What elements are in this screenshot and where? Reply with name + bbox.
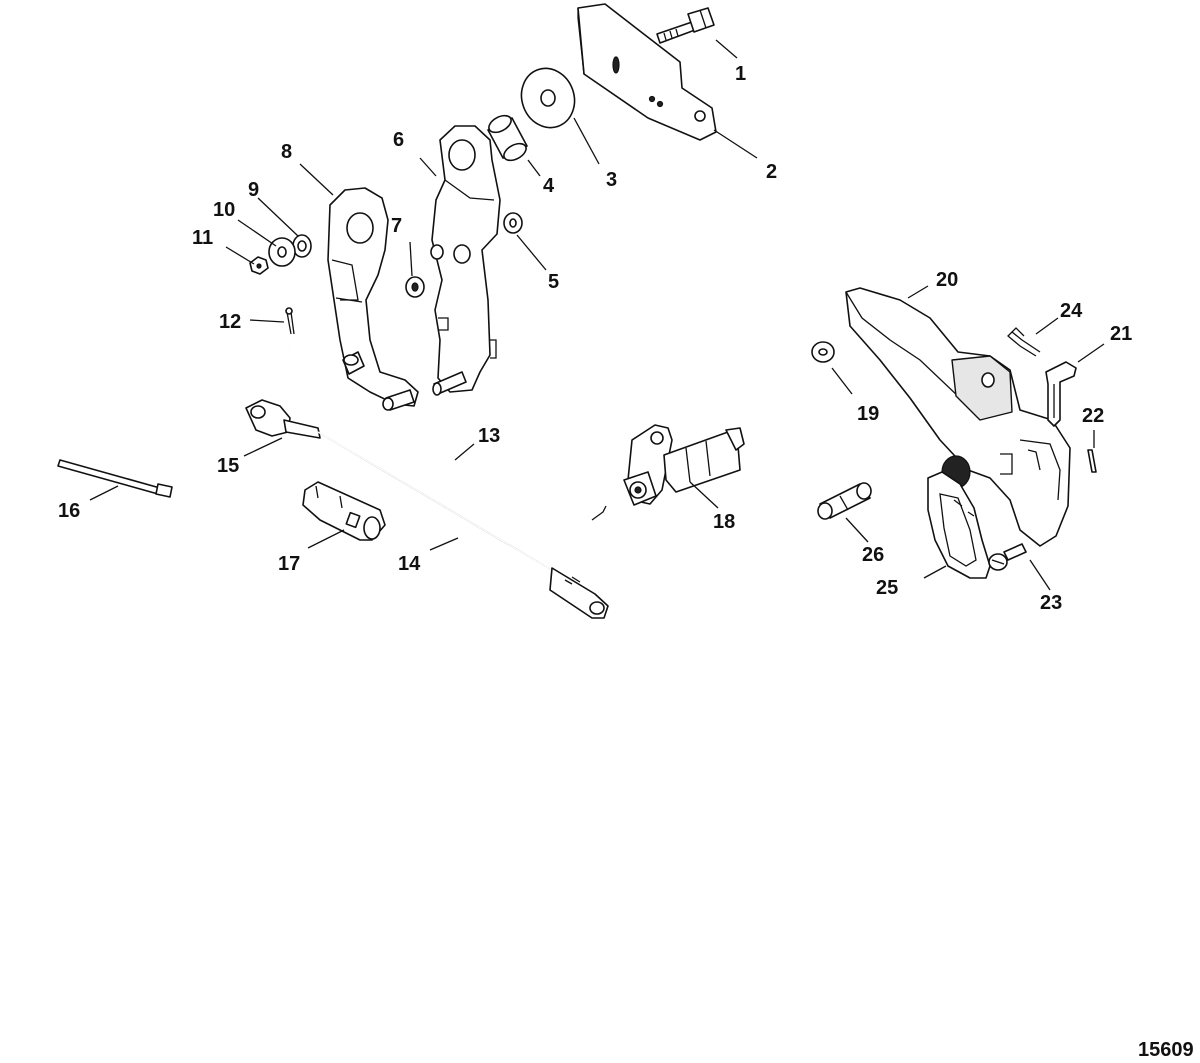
- part-clip-21: [1045, 361, 1077, 427]
- part-latch-handle: [927, 471, 991, 579]
- part-cotter-pin: [285, 307, 295, 335]
- callout-8: 8: [281, 141, 292, 163]
- callout-11: 11: [192, 227, 213, 249]
- part-cable-end: [245, 399, 321, 439]
- part-large-washer: [520, 67, 576, 129]
- part-throttle-cable: [317, 431, 609, 619]
- part-stud: [817, 482, 872, 520]
- leader-lines: [89, 39, 1105, 591]
- part-throttle-lever: [327, 187, 419, 411]
- part-pin-22: [1087, 449, 1097, 473]
- callout-19: 19: [857, 403, 879, 425]
- callout-9: 9: [248, 179, 259, 201]
- part-cable-clip: [302, 481, 386, 541]
- part-washer-small: [292, 234, 312, 258]
- callout-22: 22: [1082, 405, 1104, 427]
- callout-14: 14: [398, 553, 421, 575]
- part-cable-tie: [57, 459, 173, 498]
- part-mounting-bracket: [577, 3, 717, 141]
- callout-labels: 1 2 3 4 5 6 7 8 9 10 11 12 13 14 15 16 1…: [58, 63, 1132, 614]
- callout-25: 25: [876, 577, 898, 599]
- part-spacer: [405, 276, 425, 298]
- part-hairpin-clip: [1007, 327, 1041, 357]
- callout-3: 3: [606, 169, 617, 191]
- callout-16: 16: [58, 500, 80, 522]
- part-small-washer: [503, 212, 523, 234]
- part-screw: [988, 543, 1027, 571]
- callout-1: 1: [735, 63, 746, 85]
- callout-5: 5: [548, 271, 559, 293]
- part-washer-19: [811, 341, 835, 363]
- part-nut: [249, 256, 269, 275]
- callout-7: 7: [391, 215, 402, 237]
- part-shift-actuator: [623, 424, 745, 506]
- callout-6: 6: [393, 129, 404, 151]
- callout-18: 18: [713, 511, 735, 533]
- callout-12: 12: [219, 311, 241, 333]
- callout-17: 17: [278, 553, 300, 575]
- callout-10: 10: [213, 199, 235, 221]
- figure-id: 15609: [1138, 1039, 1194, 1061]
- part-washer-flat: [268, 237, 296, 267]
- callout-24: 24: [1060, 300, 1083, 322]
- part-lever-plate: [430, 125, 501, 396]
- callout-21: 21: [1110, 323, 1132, 345]
- callout-15: 15: [217, 455, 239, 477]
- callout-2: 2: [766, 161, 777, 183]
- part-link-rod: [268, 348, 607, 521]
- part-bushing: [487, 114, 528, 162]
- callout-26: 26: [862, 544, 884, 566]
- part-bolt: [656, 7, 715, 44]
- callout-4: 4: [543, 175, 555, 197]
- callout-13: 13: [478, 425, 500, 447]
- callout-20: 20: [936, 269, 958, 291]
- callout-23: 23: [1040, 592, 1062, 614]
